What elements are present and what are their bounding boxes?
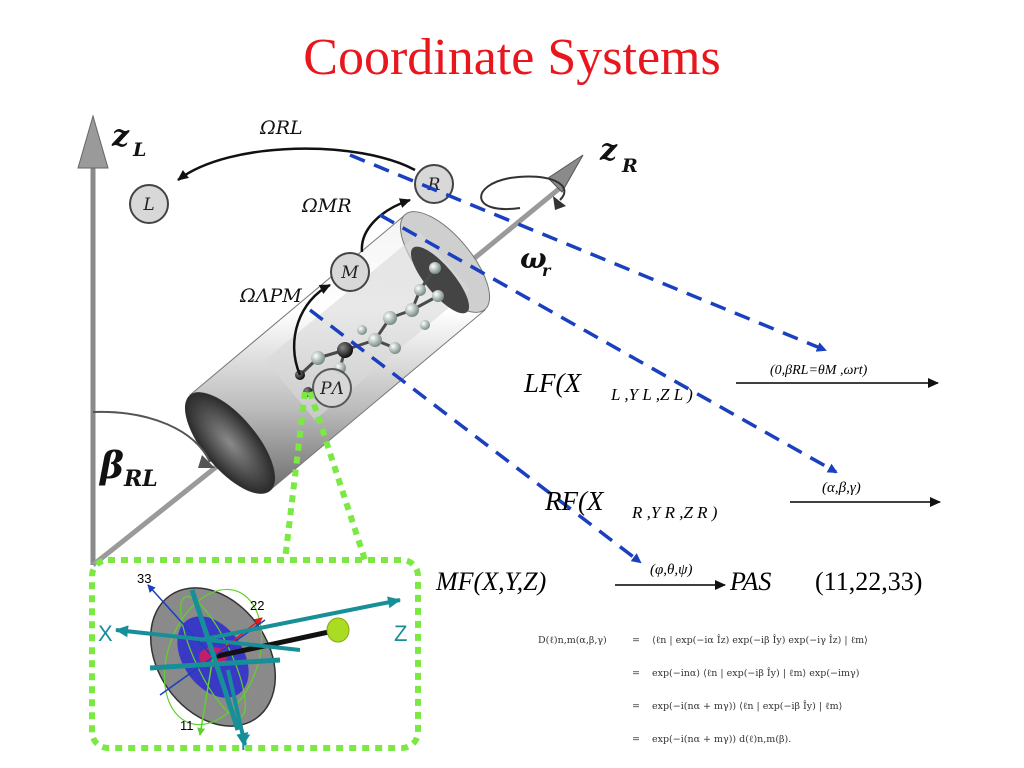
slide-title: Coordinate Systems (303, 29, 721, 86)
node-pas (312, 368, 352, 408)
omega-mr-arrow (360, 198, 411, 253)
z-lab-label: z (111, 119, 130, 154)
node-pas-label: PΛ (319, 379, 344, 399)
inset-x-label: X (98, 621, 113, 646)
wigner-eq-4: = (632, 734, 640, 745)
node-rotor-label: R (427, 175, 441, 195)
omega-pm-label: ΩΛPM (239, 285, 302, 307)
lf-rest: L ,Y L ,Z L ) (610, 385, 693, 404)
rf-rest: R ,Y R ,Z R ) (631, 503, 718, 522)
wigner-equations: D(ℓ)n,m(α,β,γ) = ⟨ℓn | exp(−iα Îz) exp(−… (538, 634, 868, 745)
inset-z-label: Z (394, 621, 407, 646)
node-lab (129, 184, 169, 224)
inset-pc-11: 11 (180, 718, 194, 733)
dashed-arrow-lf (349, 153, 827, 352)
omega-r-label: ω (520, 242, 547, 275)
mf-target-values: (11,22,33) (815, 567, 922, 596)
lf-transform-label: (0,βRL=θM ,ωrt) (770, 363, 868, 378)
mf-frame: MF(X,Y,Z) (435, 567, 546, 596)
spin-arrow (480, 175, 566, 211)
lab-z-axis (77, 114, 109, 565)
node-molecule (330, 252, 370, 292)
beta-rl-subscript: RL (123, 466, 158, 492)
dashed-arrows (308, 153, 838, 564)
node-rotor (414, 164, 454, 204)
mf-target: PAS (729, 567, 771, 596)
wigner-eq-2: = (632, 668, 640, 679)
wigner-line-3: exp(−i(nα + mγ)) ⟨ℓn | exp(−iβ Îy) | ℓm⟩ (652, 700, 842, 712)
wigner-eq-1: = (632, 635, 640, 646)
beta-arc (92, 410, 215, 468)
inset-zoom-lines (282, 391, 368, 561)
node-molecule-label: M (340, 263, 359, 283)
wigner-line-2: exp(−inα) ⟨ℓn | exp(−iβ Îy) | ℓm⟩ exp(−i… (652, 667, 859, 679)
dashed-arrow-mf (308, 308, 642, 564)
inset-pc-33: 33 (137, 571, 151, 586)
node-lab-label: L (142, 195, 154, 215)
z-lab-subscript: L (132, 139, 146, 161)
inset-pc-22: 22 (250, 598, 264, 613)
inset-y-label: Y (236, 730, 251, 755)
omega-rl-label: ΩRL (259, 117, 303, 139)
z-rot-subscript: R (621, 155, 638, 177)
wigner-line-1: ⟨ℓn | exp(−iα Îz) exp(−iβ Îy) exp(−iγ Îz… (652, 634, 868, 646)
beta-rl-label: β (98, 445, 124, 487)
wigner-lhs: D(ℓ)n,m(α,β,γ) (538, 635, 607, 646)
wigner-eq-3: = (632, 701, 640, 712)
rf-transform-label: (α,β,γ) (822, 480, 861, 496)
mf-transform-label: (φ,θ,ψ) (650, 562, 692, 578)
wigner-line-4: exp(−i(nα + mγ)) d(ℓ)n,m(β). (652, 734, 791, 745)
rf-frame: RF(X (544, 486, 605, 516)
omega-rl-arrow (177, 147, 416, 181)
z-rot-label: z (599, 133, 618, 168)
molecule (295, 262, 444, 397)
omega-pm-arrow (292, 283, 331, 376)
omega-r-subscript: r (542, 261, 552, 280)
dashed-arrow-rf (379, 213, 838, 474)
tensor-inset (89, 557, 421, 751)
omega-mr-label: ΩMR (301, 195, 352, 217)
lf-frame: LF(X (523, 368, 583, 398)
